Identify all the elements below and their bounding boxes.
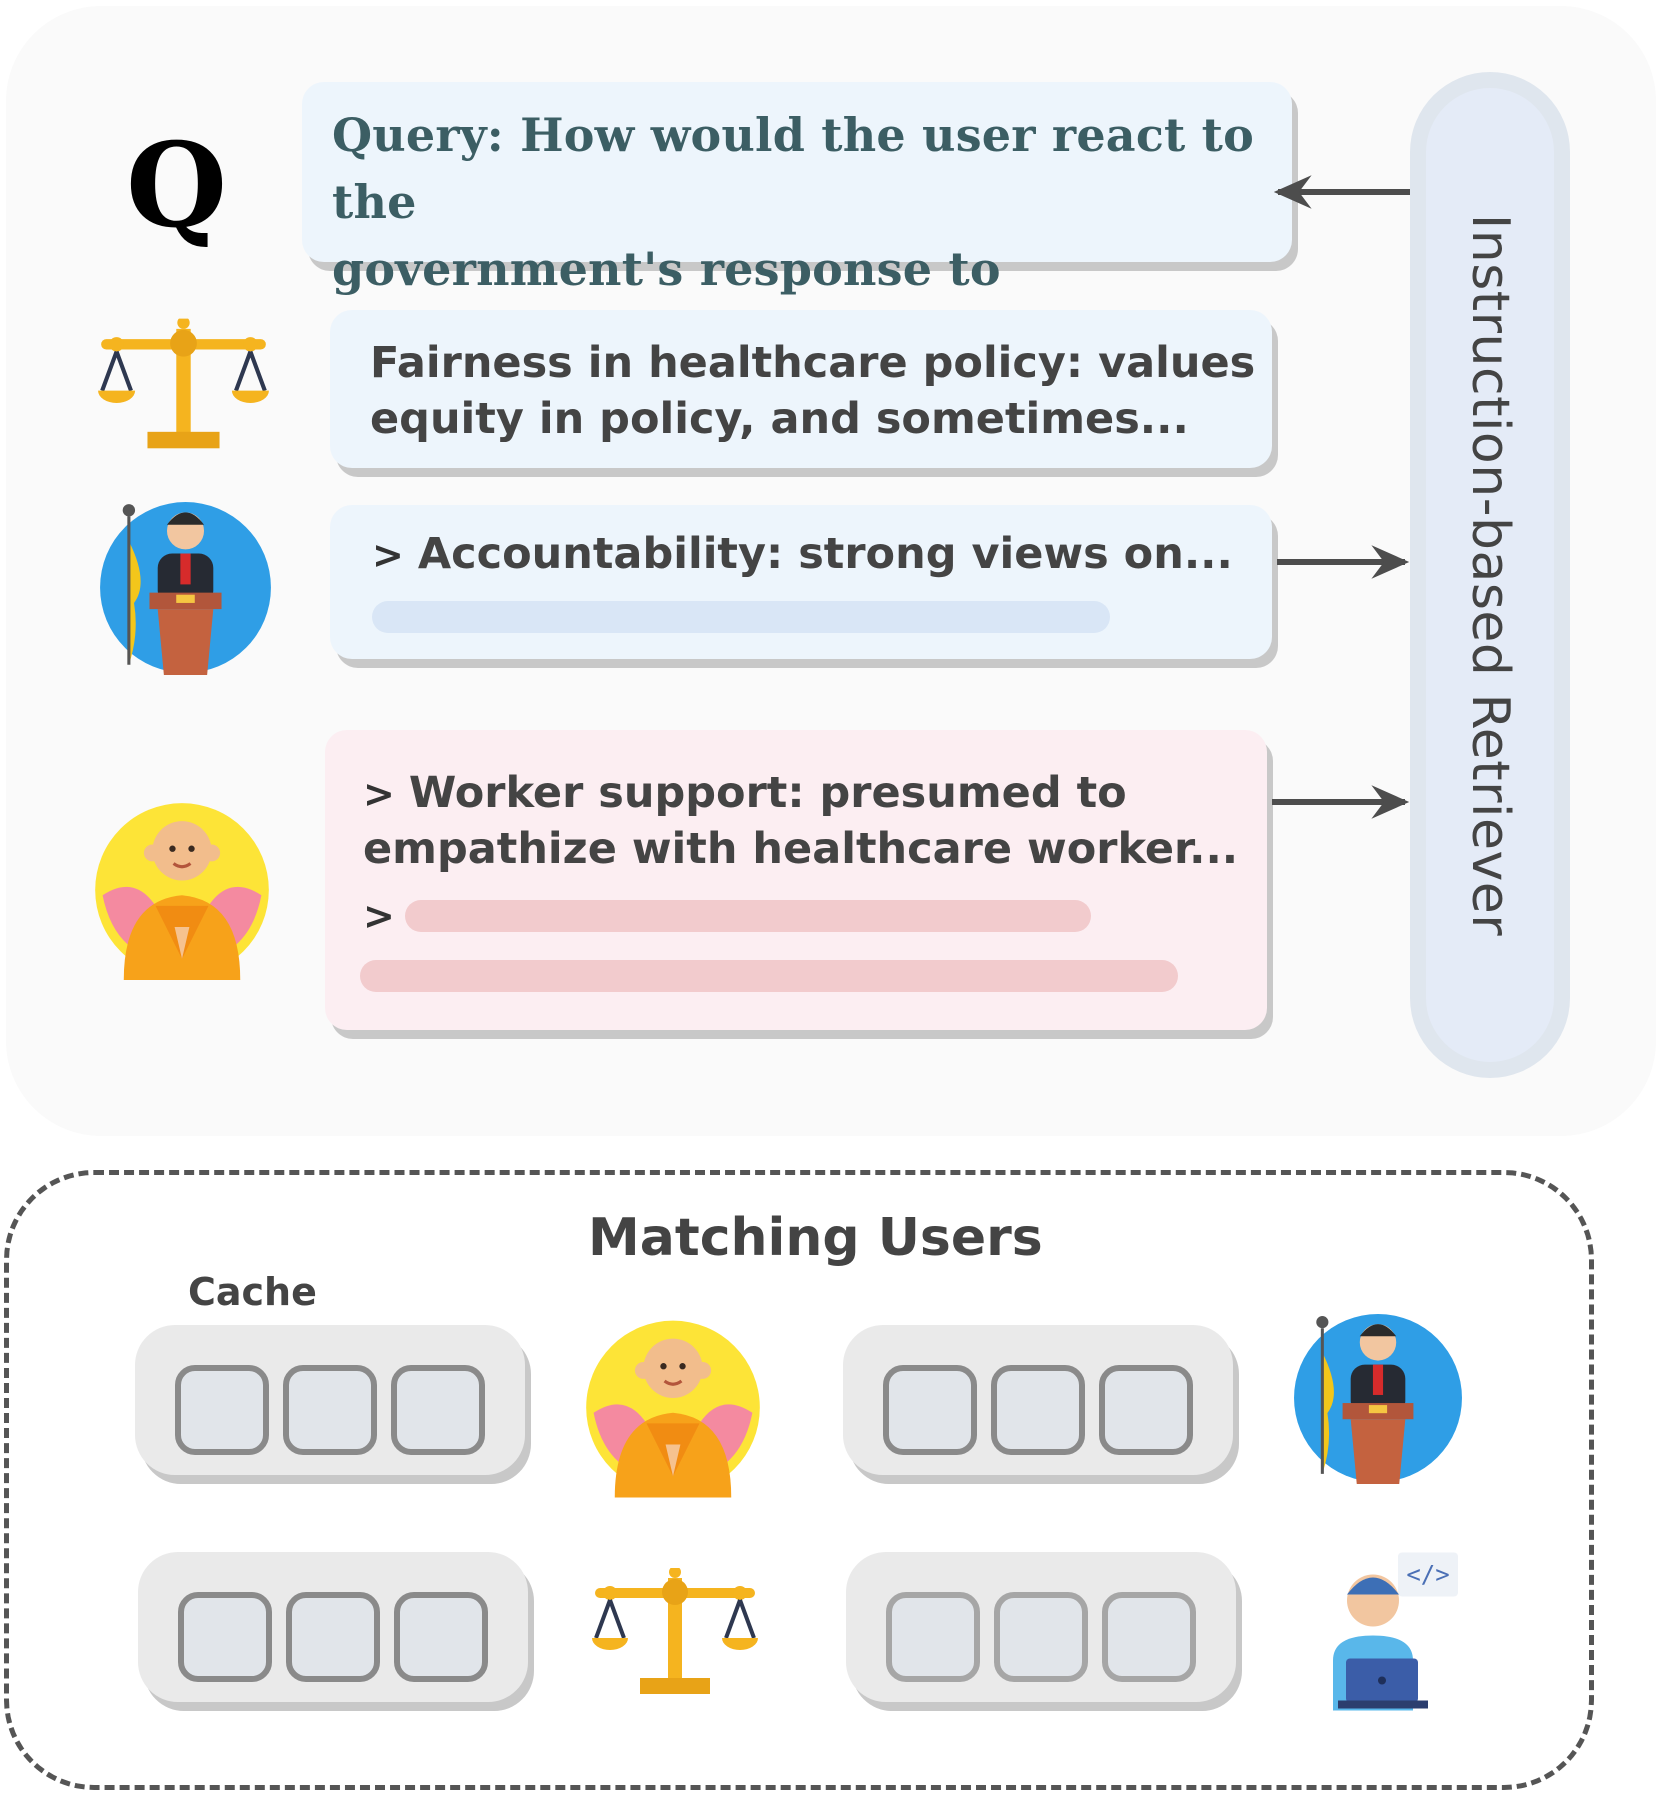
arrow-retriever-to-query bbox=[1273, 175, 1410, 209]
monk-icon bbox=[92, 800, 272, 980]
cache-box bbox=[135, 1325, 525, 1475]
fairness-card: Fairness in healthcare policy: values eq… bbox=[330, 310, 1272, 468]
query-line-1: Query: How would the user react to the bbox=[332, 108, 1255, 230]
worker-line-1: >Worker support: presumed to bbox=[363, 768, 1127, 818]
chevron-right-icon: > bbox=[372, 533, 404, 577]
accountability-text: Accountability: strong views on... bbox=[417, 529, 1233, 579]
monk-icon bbox=[583, 1315, 763, 1500]
query-card: Query: How would the user react to the g… bbox=[302, 82, 1292, 363]
cache-slot bbox=[994, 1592, 1088, 1682]
balance-scale-icon bbox=[590, 1568, 760, 1698]
matching-users-title: Matching Users bbox=[588, 1208, 1043, 1268]
arrow-worker-to-retriever bbox=[1272, 785, 1410, 819]
politician-icon bbox=[1292, 1312, 1464, 1484]
cache-slot bbox=[1099, 1365, 1193, 1455]
matching-users-box bbox=[4, 1170, 1594, 1790]
cache-slot bbox=[883, 1365, 977, 1455]
retriever-label: Instruction-based Retriever bbox=[1460, 213, 1520, 937]
cache-box bbox=[846, 1552, 1236, 1702]
developer-icon bbox=[1328, 1548, 1468, 1713]
cache-slot bbox=[175, 1365, 269, 1455]
accountability-card: > Accountability: strong views on... bbox=[330, 505, 1272, 659]
worker-line-2: empathize with healthcare worker... bbox=[363, 823, 1239, 874]
cache-slot bbox=[391, 1365, 485, 1455]
chevron-right-icon: > bbox=[363, 772, 395, 816]
instruction-based-retriever: Instruction-based Retriever bbox=[1410, 72, 1570, 1078]
cache-slot bbox=[1102, 1592, 1196, 1682]
cache-slot bbox=[991, 1365, 1085, 1455]
worker-placeholder-bar-2 bbox=[360, 960, 1178, 992]
cache-slot bbox=[178, 1592, 272, 1682]
politician-icon bbox=[98, 500, 273, 675]
balance-scale-icon bbox=[96, 318, 271, 453]
worker-support-card: >Worker support: presumed to empathize w… bbox=[325, 730, 1267, 1030]
accountability-placeholder-bar bbox=[372, 601, 1110, 633]
fairness-line-2: equity in policy, and sometimes... bbox=[370, 393, 1189, 444]
cache-label: Cache bbox=[188, 1270, 317, 1314]
cache-box bbox=[138, 1552, 528, 1702]
cache-slot bbox=[886, 1592, 980, 1682]
cache-slot bbox=[283, 1365, 377, 1455]
chevron-right-icon: > bbox=[363, 894, 395, 938]
arrow-accountability-to-retriever bbox=[1277, 545, 1410, 579]
cache-box bbox=[843, 1325, 1233, 1475]
cache-slot bbox=[286, 1592, 380, 1682]
worker-placeholder-bar-1 bbox=[405, 900, 1091, 932]
cache-slot bbox=[394, 1592, 488, 1682]
fairness-line-1: Fairness in healthcare policy: values bbox=[370, 338, 1256, 388]
query-letter: Q bbox=[126, 118, 228, 254]
